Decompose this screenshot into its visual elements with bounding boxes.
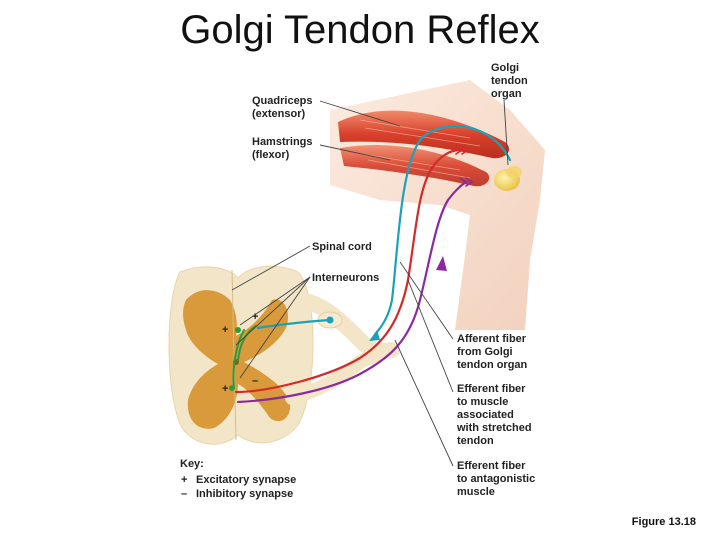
- knee-bone: [506, 166, 522, 178]
- slide-title: Golgi Tendon Reflex: [180, 8, 540, 52]
- label-hamstrings-line2: (flexor): [252, 149, 290, 161]
- key-label-excitatory: Excitatory synapse: [196, 474, 296, 486]
- label-hamstrings-line1: Hamstrings: [252, 136, 313, 148]
- quadriceps-muscle: [338, 110, 510, 159]
- nerve-fibers: [229, 124, 512, 404]
- label-interneurons: Interneurons: [312, 272, 379, 284]
- label-quadriceps-line2: (extensor): [252, 108, 306, 120]
- key-title: Key:: [180, 458, 204, 470]
- label-efferent-stretched-line5: tendon: [457, 435, 494, 447]
- label-efferent-antagonistic-line2: to antagonistic: [457, 473, 535, 485]
- label-efferent-antagonistic-line3: muscle: [457, 486, 495, 498]
- label-spinal-cord: Spinal cord: [312, 241, 372, 253]
- label-quadriceps-line1: Quadriceps: [252, 95, 313, 107]
- label-efferent-stretched-line3: associated: [457, 409, 514, 421]
- key-symbol-excitatory: +: [181, 474, 187, 486]
- leg-illustration: [330, 80, 545, 330]
- spinal-cord-section: [168, 265, 400, 445]
- label-golgi-line2: tendon: [491, 75, 528, 87]
- label-golgi-line1: Golgi: [491, 62, 519, 74]
- synapse-signs: + + + –: [222, 311, 258, 395]
- hamstrings-muscle: [340, 145, 490, 187]
- afferent-fiber-path: [372, 124, 512, 338]
- label-afferent-line2: from Golgi: [457, 346, 513, 358]
- synapse-sign-1: +: [222, 324, 228, 336]
- figure-caption: Figure 13.18: [631, 516, 696, 528]
- synapse-sign-4: –: [252, 375, 258, 387]
- diagram-labels: Golgi tendon organ Quadriceps (extensor)…: [252, 62, 535, 498]
- synapse-sign-3: +: [222, 383, 228, 395]
- label-afferent-line3: tendon organ: [457, 359, 528, 371]
- interneuron-1: [237, 325, 257, 361]
- key-symbol-inhibitory: –: [181, 488, 187, 500]
- efferent-stretched-path: [234, 148, 462, 394]
- label-efferent-antagonistic-line1: Efferent fiber: [457, 460, 526, 472]
- legend-key: Key: + Excitatory synapse – Inhibitory s…: [180, 458, 296, 500]
- label-golgi-line3: organ: [491, 88, 522, 100]
- label-efferent-stretched-line4: with stretched: [456, 422, 532, 434]
- key-label-inhibitory: Inhibitory synapse: [196, 488, 293, 500]
- label-efferent-stretched-line2: to muscle: [457, 396, 508, 408]
- label-afferent-line1: Afferent fiber: [457, 333, 527, 345]
- label-efferent-stretched-line1: Efferent fiber: [457, 383, 526, 395]
- synapse-sign-2: +: [252, 311, 258, 323]
- interneuron-2: [232, 329, 245, 389]
- afferent-fiber-into-cord: [256, 318, 332, 330]
- leader-lines: [231, 99, 509, 467]
- efferent-antagonistic-path: [236, 180, 468, 404]
